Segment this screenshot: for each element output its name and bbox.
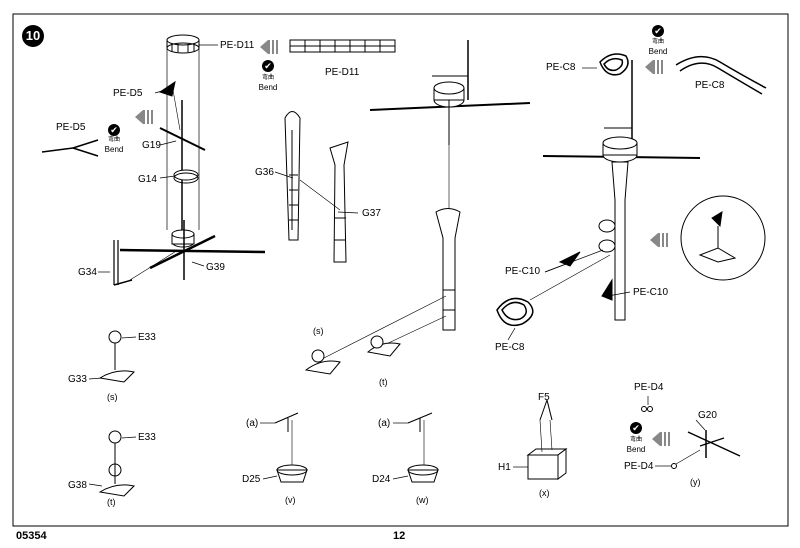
right-mast-assembly (529, 60, 701, 321)
caption-v: (v) (285, 495, 296, 505)
subassembly-x (526, 399, 568, 480)
subassembly-center-mounts (304, 335, 401, 375)
page-frame (12, 13, 789, 527)
leader-lines (88, 44, 706, 487)
caption-s: (s) (313, 326, 324, 336)
label-g39: G39 (206, 262, 225, 273)
label-e33: E33 (138, 432, 156, 443)
bend-check-icon: ✔ (630, 422, 642, 434)
bend-note-pe-d5: 弯曲 Bend (99, 136, 129, 154)
product-code: 05354 (16, 530, 47, 542)
subassembly-s-left (98, 330, 135, 497)
label-a: (a) (378, 418, 391, 429)
label-g34: G34 (78, 267, 97, 278)
left-mast-assembly (113, 34, 266, 286)
label-pe-d11: PE-D11 (220, 40, 255, 51)
label-pe-c10: PE-C10 (505, 266, 541, 277)
bend-check-icon: ✔ (652, 25, 664, 37)
label-g38: G38 (68, 480, 87, 491)
bend-note-cjk: 弯曲 (629, 437, 642, 443)
bend-note-cjk: 弯曲 (651, 39, 664, 45)
arrow-indicator-pe-c8 (645, 60, 665, 74)
bend-check-icon: ✔ (108, 124, 120, 136)
label-g19: G19 (142, 140, 161, 151)
center-mast-assembly (319, 40, 531, 361)
step-number-badge: 10 (22, 25, 44, 47)
arrow-indicator-detail (650, 233, 670, 247)
caption-y: (y) (690, 477, 701, 487)
detail-circle (680, 195, 766, 281)
pe-d11-strip (289, 39, 396, 53)
caption-w: (w) (416, 495, 429, 505)
bend-note-pe-d11: 弯曲 Bend (253, 74, 283, 92)
label-pe-d4: PE-D4 (624, 461, 654, 472)
bend-check-icon: ✔ (262, 60, 274, 72)
label-e33: E33 (138, 332, 156, 343)
g36-g37-parts (284, 111, 349, 263)
label-h1: H1 (498, 462, 511, 473)
label-g14: G14 (138, 174, 157, 185)
caption-t: (t) (379, 377, 388, 387)
caption-s: (s) (107, 392, 118, 402)
bend-note-cjk: 弯曲 (261, 75, 274, 81)
subassembly-y (641, 406, 741, 469)
bend-note-text: Bend (626, 445, 646, 454)
label-g33: G33 (68, 374, 87, 385)
label-pe-d5: PE-D5 (56, 122, 86, 133)
arrow-indicator-pe-d11 (260, 40, 280, 54)
label-a: (a) (246, 418, 259, 429)
label-pe-c8: PE-C8 (495, 342, 525, 353)
bend-note-cjk: 弯曲 (107, 137, 120, 143)
label-pe-d11: PE-D11 (325, 67, 360, 78)
subassembly-v-w (274, 412, 439, 483)
label-g20: G20 (698, 410, 717, 421)
label-pe-d4: PE-D4 (634, 382, 664, 393)
bend-note-text: Bend (104, 145, 124, 154)
pe-c8-parts (496, 53, 767, 327)
bend-note-pe-c8: 弯曲 Bend (643, 38, 673, 56)
page-number: 12 (393, 530, 406, 542)
caption-x: (x) (539, 488, 550, 498)
caption-t: (t) (107, 497, 116, 507)
label-pe-c8: PE-C8 (546, 62, 576, 73)
label-g36: G36 (255, 167, 274, 178)
label-d24: D24 (372, 474, 391, 485)
bend-note-text: Bend (648, 47, 668, 56)
label-pe-d5: PE-D5 (113, 88, 143, 99)
bend-note-text: Bend (258, 83, 278, 92)
label-d25: D25 (242, 474, 261, 485)
arrow-indicator-pe-d5 (135, 110, 155, 124)
label-g37: G37 (362, 208, 381, 219)
label-pe-c10: PE-C10 (633, 287, 669, 298)
label-f5: F5 (538, 392, 550, 403)
bend-note-pe-d4: 弯曲 Bend (621, 436, 651, 454)
pe-d5-part (41, 139, 99, 157)
arrow-indicator-pe-d4 (652, 432, 672, 446)
label-pe-c8: PE-C8 (695, 80, 725, 91)
